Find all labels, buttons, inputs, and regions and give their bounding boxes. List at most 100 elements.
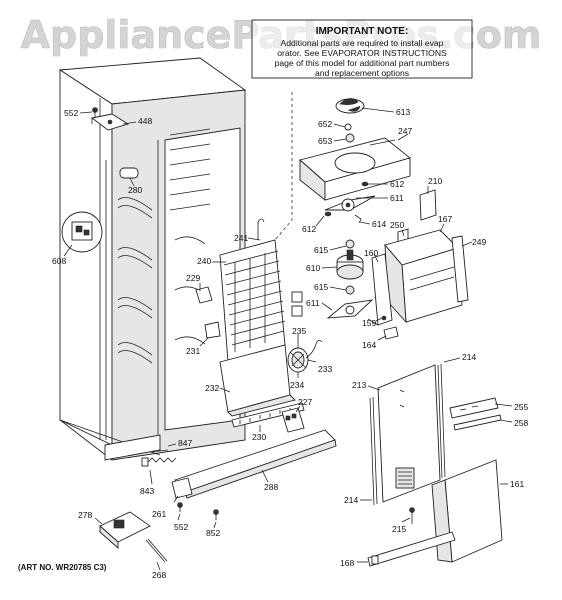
part-611-fan-bracket-lower [326,299,374,319]
callout-167: 167 [438,214,452,224]
callout-241: 241 [234,233,248,243]
part-288-drain-trough [174,429,337,499]
part-268-shaft [145,538,168,563]
callout-552-lower: 552 [174,522,188,532]
callout-235: 235 [292,326,306,336]
callout-843: 843 [140,486,154,496]
note-line-3: page of this model for additional part n… [275,58,450,68]
part-168-bottom-bracket [367,531,456,567]
callout-240: 240 [197,256,211,266]
callout-230: 230 [252,432,266,442]
callout-611-lower: 611 [306,298,320,308]
part-214-side-rail-right [437,363,446,479]
callout-233: 233 [318,364,332,374]
part-608-detail-view [61,211,103,253]
part-612-grommet-a [361,181,369,187]
part-552-screw [92,107,98,117]
callout-227: 227 [298,397,312,407]
part-852-screw [213,509,219,520]
note-line-1: Additional parts are required to install… [281,38,444,48]
part-214-side-rail-left [369,396,378,506]
callout-213: 213 [352,380,366,390]
callout-249: 249 [472,237,486,247]
callout-613: 613 [396,107,410,117]
part-614-clip [354,214,362,224]
callout-288: 288 [264,482,278,492]
freezer-cabinet [58,57,247,461]
part-231-foam-block [204,321,221,339]
part-213-evaporator-panel [377,364,441,503]
part-215-screw [409,507,415,524]
part-167-control-housing [384,229,463,324]
callout-labels: 552 448 280 608 241 240 229 231 232 230 … [52,107,528,580]
part-613-fan-blade [335,98,365,114]
part-280-plug [119,167,139,179]
part-249-seal-strip [451,235,469,303]
part-233-wire-harness [305,340,323,359]
callout-278: 278 [78,510,92,520]
callout-652: 652 [318,119,332,129]
callout-214-lower: 214 [344,495,358,505]
part-232-evaporator-cover [219,344,296,417]
important-note-box: IMPORTANT NOTE: Additional parts are req… [251,19,473,79]
leader-lines [63,107,513,571]
callout-610: 610 [306,263,320,273]
callout-234: 234 [290,380,304,390]
part-159-screw [381,315,387,321]
callout-160: 160 [364,248,378,258]
evaporator-assembly [219,218,286,363]
callout-448: 448 [138,116,152,126]
art-number: (ART NO. WR20785 C3) [18,563,107,572]
callout-614: 614 [372,219,386,229]
part-448-hinge-bracket [90,113,130,131]
part-234-fan-grille [287,347,309,373]
part-847-hinge-pin [149,449,169,453]
part-261-bracket [171,477,193,499]
callout-214-upper: 214 [462,352,476,362]
part-653-washer [345,133,355,143]
callout-852: 852 [206,528,220,538]
part-278-hinge [99,511,151,550]
part-615-washer-a [345,239,355,249]
part-552-screw-lower [177,502,183,512]
callout-612-upper: 612 [390,179,404,189]
assembly-leader-dashed [274,92,293,241]
part-247-fan-shroud [299,137,411,201]
callout-159: 159 [362,318,376,328]
note-line-4: and replacement options [315,68,409,78]
part-610-fan-motor [336,249,364,280]
part-843-spring [141,457,177,467]
note-line-2: orator. See EVAPORATOR INSTRUCTIONS [277,48,447,58]
callout-653: 653 [318,136,332,146]
callout-615-upper: 615 [314,245,328,255]
callout-611-upper: 611 [390,193,404,203]
evaporator-side-blocks [291,291,303,317]
callout-261: 261 [152,509,166,519]
callout-258: 258 [514,418,528,428]
callout-608: 608 [52,256,66,266]
callout-615-lower: 615 [314,282,328,292]
part-227-bracket [281,407,305,433]
callout-231: 231 [186,346,200,356]
callout-280: 280 [128,185,142,195]
callout-612-lower: 612 [302,224,316,234]
part-612-grommet-b [324,211,332,217]
callout-268: 268 [152,570,166,580]
callout-255: 255 [514,402,528,412]
callout-215: 215 [392,524,406,534]
part-164-cover-clip [383,326,399,340]
callout-250: 250 [390,220,404,230]
callout-164: 164 [362,340,376,350]
part-255-light-lens [449,397,499,419]
part-160-duct [367,253,393,326]
part-161-air-duct [431,459,503,563]
part-210-damper-plate [419,189,437,221]
callout-247: 247 [398,126,412,136]
part-652-nut [344,123,352,131]
callout-847: 847 [178,438,192,448]
callout-229: 229 [186,273,200,283]
callout-161: 161 [510,479,524,489]
callout-232: 232 [205,383,219,393]
